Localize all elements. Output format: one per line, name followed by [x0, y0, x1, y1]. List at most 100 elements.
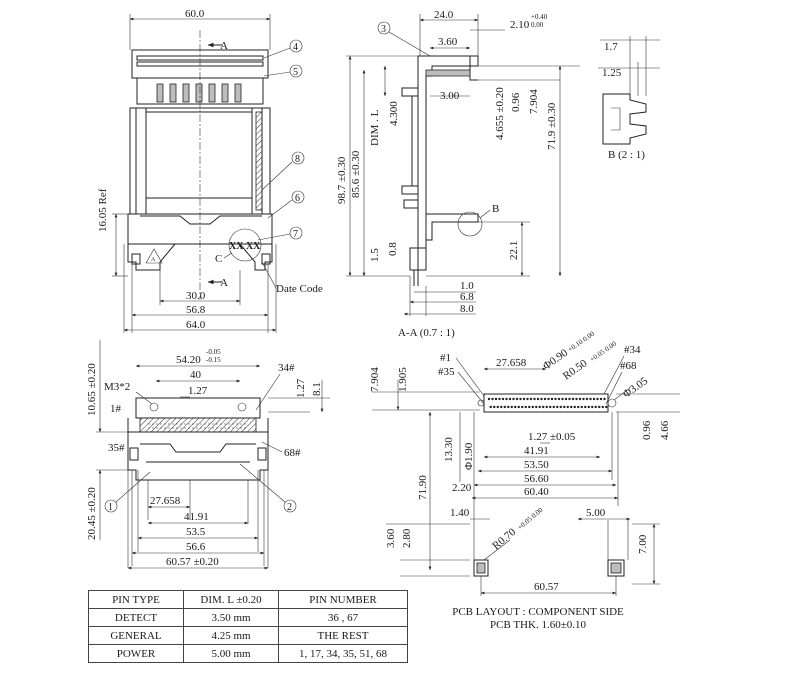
dim-6-8: 6.8 [460, 291, 474, 303]
pcb-pad [487, 397, 491, 401]
pcb-pad [547, 397, 550, 401]
dim-40: 40 [190, 369, 202, 381]
row-power-pins: 1, 17, 34, 35, 51, 68 [278, 644, 408, 663]
label-pin-35: 35# [108, 442, 125, 454]
dim-2-10-tol-up: +0.40 [531, 13, 548, 21]
pcb-pad [517, 405, 520, 409]
pcb-pad [489, 405, 492, 409]
pcb-pad [559, 405, 562, 409]
table-row: GENERAL 4.25 mm THE REST [88, 626, 408, 645]
pcb-pad [603, 397, 606, 401]
pcb-dim-71-90: 71.90 [417, 475, 429, 500]
row-detect-type: DETECT [88, 608, 184, 627]
dim-8-1: 8.1 [311, 382, 323, 396]
dim-56-6-front: 56.6 [186, 541, 206, 553]
pcb-dim-1-27: 1.27 ±0.05 [528, 431, 576, 443]
pcb-pad [601, 405, 604, 409]
dim-53-5-front: 53.5 [186, 526, 206, 538]
row-general-type: GENERAL [88, 626, 184, 645]
label-pin-1: 1# [110, 403, 122, 415]
warning-mark: A [151, 257, 156, 263]
callout-3: 3 [381, 24, 386, 35]
pcb-pad [596, 397, 599, 401]
detail-c-label: C [215, 253, 222, 265]
dim-60: 60.0 [185, 8, 205, 20]
pin-table-header: PIN TYPE DIM. L ±0.20 PIN NUMBER [88, 590, 408, 609]
dim-27-658-front: 27.658 [150, 495, 181, 507]
pcb-pad [578, 397, 582, 401]
header-pin-number: PIN NUMBER [278, 590, 408, 609]
dim-4-300: 4.300 [388, 101, 400, 126]
label-pin-68: 68# [284, 447, 301, 459]
callout-1: 1 [108, 502, 113, 513]
dim-98-7: 98.7 ±0.30 [336, 156, 348, 204]
dim-54-20-tol-up: -0.05 [206, 348, 221, 356]
pcb-label-pin-68: #68 [620, 360, 637, 372]
pcb-caption: PCB LAYOUT : COMPONENT SIDE PCB THK. 1.6… [418, 606, 658, 632]
callout-6: 6 [295, 193, 300, 204]
pcb-pad [491, 397, 494, 401]
row-power-type: POWER [88, 644, 184, 663]
dim-1-25: 1.25 [602, 67, 622, 79]
pcb-dim-r0-50-tol: +0.05 0.00 [589, 339, 619, 363]
section-a-bottom-label: A [220, 277, 228, 289]
dim-4-655: 4.655 ±0.20 [494, 87, 506, 140]
pcb-pad [573, 405, 576, 409]
dim-60-57-front: 60.57 ±0.20 [166, 556, 219, 568]
pcb-dim-60-57: 60.57 [534, 581, 559, 593]
dim-0-8: 0.8 [387, 242, 399, 256]
callout-5: 5 [293, 67, 298, 78]
callout-7: 7 [293, 229, 298, 240]
pcb-dim-0-96: 0.96 [641, 420, 653, 440]
pcb-dim-1-40: 1.40 [450, 507, 470, 519]
date-code-label: Date Code [276, 283, 323, 295]
pcb-pad [494, 397, 498, 401]
table-row: POWER 5.00 mm 1, 17, 34, 35, 51, 68 [88, 644, 408, 663]
pcb-dim-27-658: 27.658 [496, 357, 527, 369]
front-view: 54.20 -0.05 -0.15 40 1.27 M3*2 1# 34# 35… [86, 340, 330, 570]
section-view: 3 24.0 2.10 +0.40 0.00 3.60 B 3.00 DIM .… [336, 9, 580, 339]
pcb-pad [545, 405, 548, 409]
dim-22-1: 22.1 [508, 241, 520, 260]
top-contacts [156, 83, 242, 103]
pcb-dim-7-904: 7.904 [369, 367, 381, 392]
pcb-dim-2-80: 2.80 [401, 528, 413, 548]
section-caption: A-A (0.7 : 1) [398, 327, 455, 339]
pcb-pad [522, 397, 526, 401]
row-general-pins: THE REST [278, 626, 408, 645]
pcb-pad [519, 397, 522, 401]
pcb-pad [535, 405, 538, 409]
detail-b-view: 1.7 1.25 B (2 : 1) [598, 36, 660, 161]
dim-2-10: 2.10 [510, 19, 530, 31]
pcb-pad [563, 405, 566, 409]
callout-8: 8 [295, 154, 300, 165]
dim-85-6: 85.6 ±0.30 [350, 150, 362, 198]
pcb-dim-r0-70: R0.70 [490, 526, 518, 553]
dim-64: 64.0 [186, 319, 206, 331]
pcb-pad [566, 405, 569, 409]
dim-54-20-tol-dn: -0.15 [206, 356, 221, 364]
pcb-caption-line1: PCB LAYOUT : COMPONENT SIDE [452, 606, 624, 618]
pcb-layout: #1 #35 27.658 Φ0.90 +0.10 0.00 R0.50 +0.… [369, 329, 680, 596]
pcb-pad [575, 397, 578, 401]
pcb-pad [561, 397, 564, 401]
pcb-pad [568, 397, 571, 401]
dim-2-10-tol-dn: 0.00 [531, 21, 544, 29]
pcb-pad [599, 397, 603, 401]
pcb-dim-3-60: 3.60 [385, 528, 397, 548]
pcb-pad [528, 405, 531, 409]
pcb-pad-grid [487, 397, 608, 409]
pcb-pad [507, 405, 510, 409]
header-pin-type: PIN TYPE [88, 590, 184, 609]
dim-56-8: 56.8 [186, 304, 206, 316]
pcb-dim-2-20: 2.20 [452, 482, 472, 494]
pcb-dim-phi-0-90-tol: +0.10 0.00 [567, 329, 597, 353]
row-general-dim: 4.25 mm [183, 626, 279, 645]
dim-54-20: 54.20 [176, 354, 201, 366]
pcb-pad [514, 405, 517, 409]
pcb-dim-13-30: 13.30 [443, 437, 455, 462]
label-pin-34: 34# [278, 362, 295, 374]
pcb-pad [577, 405, 580, 409]
pcb-pad [510, 405, 513, 409]
